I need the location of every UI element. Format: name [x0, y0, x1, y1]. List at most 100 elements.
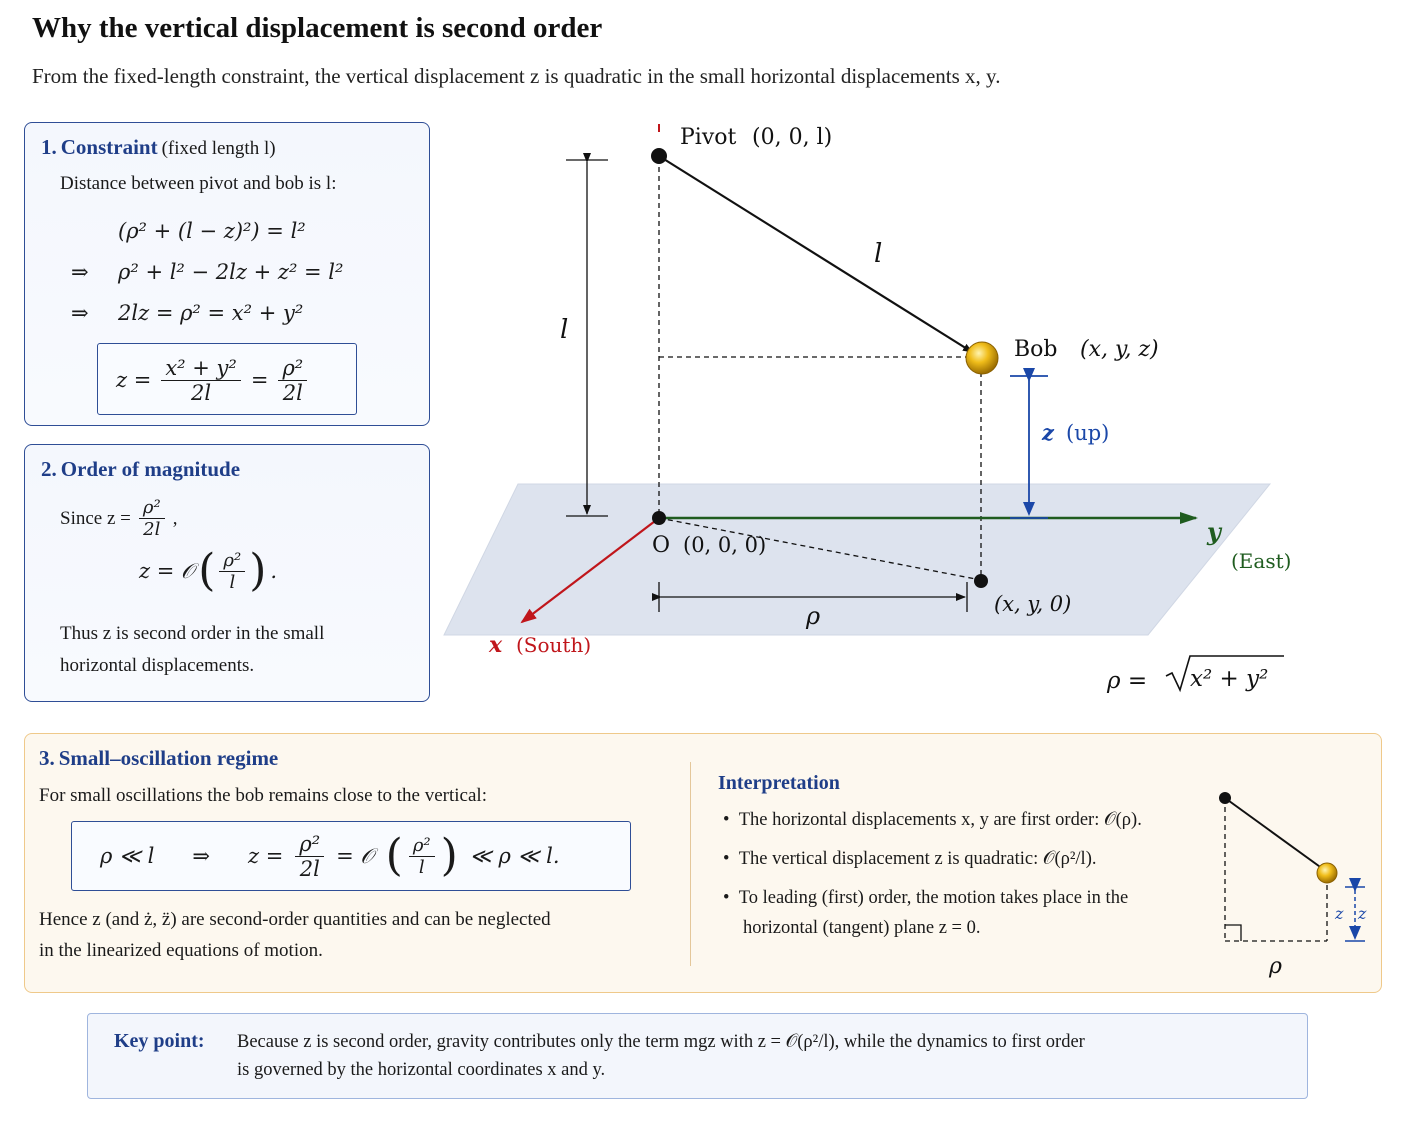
- mini-z-label-2: z: [1357, 904, 1367, 923]
- order-box: 2. Order of magnitude Since z = ρ² 2l , …: [24, 444, 430, 702]
- small-eq-tail: ≪ ρ ≪ l.: [469, 844, 560, 868]
- mini-pendulum-diagram: z z ρ: [1219, 792, 1367, 979]
- constraint-title-suffix: (fixed length l): [161, 138, 276, 159]
- pivot-point-icon: [651, 148, 667, 164]
- x-axis: [520, 517, 660, 624]
- interpretation-bullet-1: • The horizontal displacements x, y are …: [723, 810, 1142, 830]
- page-title: Why the vertical displacement is second …: [32, 12, 603, 44]
- bob-sphere-icon: [965, 341, 999, 375]
- origin-point-icon: [652, 511, 666, 525]
- constraint-heading: 1. Constraint (fixed length l): [41, 135, 276, 160]
- rho-def-lhs: ρ =: [1106, 668, 1147, 694]
- mini-rod: [1224, 797, 1324, 870]
- projection-label: (x, y, 0): [994, 592, 1071, 616]
- pendulum-diagram: l l y (East) x (South) z (up) ρ Pivot (0…: [443, 124, 1291, 694]
- constraint-eq-1: (ρ² + (l − z)²) = l²: [118, 219, 306, 243]
- x-axis-label: x: [488, 632, 503, 658]
- pivot-label: Pivot: [680, 125, 737, 150]
- rod-label: l: [874, 239, 882, 269]
- result-num-1: x² + y²: [161, 356, 241, 381]
- order-since-comma: ,: [172, 507, 178, 529]
- interpretation-bullet-3-cont: horizontal (tangent) plane z = 0.: [743, 918, 981, 938]
- small-eq-a: ρ ≪ l: [100, 844, 155, 868]
- small-oscillation-intro: For small oscillations the bob remains c…: [39, 785, 487, 806]
- result-fraction-2: ρ² 2l: [278, 356, 308, 405]
- order-number: 2.: [41, 457, 57, 481]
- order-title: Order of magnitude: [60, 457, 241, 481]
- y-axis-label: y: [1206, 517, 1223, 546]
- order-bigO-row: z = 𝒪 ( ρ² l ) .: [139, 545, 278, 596]
- constraint-intro: Distance between pivot and bob is l:: [60, 173, 337, 194]
- order-thus-line-1: Thus z is second order in the small: [60, 623, 325, 644]
- origin-coords: (0, 0, 0): [683, 533, 766, 557]
- result-lhs: z =: [116, 368, 152, 392]
- order-since-den: 2l: [143, 519, 161, 540]
- key-point-line-1: Because z is second order, gravity contr…: [237, 1032, 1085, 1052]
- order-since-fraction: ρ² 2l: [138, 497, 165, 540]
- order-since: Since z =: [60, 507, 131, 529]
- pendulum-rod: [658, 155, 973, 353]
- result-fraction-1: x² + y² 2l: [161, 356, 241, 405]
- constraint-eq-3-arrow: ⇒: [71, 301, 89, 325]
- origin-projection-dashed: [658, 517, 982, 581]
- section-3-divider: [690, 762, 691, 966]
- height-label: l: [560, 315, 568, 345]
- small-eq-fraction: ρ² 2l: [295, 832, 325, 881]
- z-up-label: (up): [1066, 421, 1109, 445]
- order-bigO-den: l: [229, 571, 236, 593]
- mini-rho-label: ρ: [1268, 954, 1282, 979]
- ground-plane: [443, 483, 1272, 636]
- small-oscillation-box: 3. Small–oscillation regime For small os…: [24, 733, 1382, 993]
- result-den-2: 2l: [282, 380, 303, 405]
- small-oscillation-eq-box: ρ ≪ l ⇒ z = ρ² 2l = 𝒪 ( ρ² l ) ≪ ρ ≪ l.: [71, 821, 631, 891]
- constraint-eq-3: 2lz = ρ² = x² + y²: [118, 301, 304, 325]
- small-eq-fraction-2: ρ² l: [408, 835, 435, 878]
- small-eq-num-2: ρ²: [408, 835, 435, 857]
- small-eq-O: = 𝒪: [336, 843, 374, 868]
- mini-bob-icon: [1316, 862, 1338, 884]
- small-eq-den-2: l: [418, 856, 425, 878]
- small-eq-num: ρ²: [295, 832, 325, 857]
- origin-label: O: [652, 533, 670, 558]
- right-angle-icon: [1225, 924, 1242, 941]
- interpretation-bullet-1-text: The horizontal displacements x, y are fi…: [738, 810, 1142, 830]
- constraint-number: 1.: [41, 135, 57, 159]
- bob-label: Bob: [1014, 337, 1058, 362]
- small-hence-line-2: in the linearized equations of motion.: [39, 940, 323, 961]
- order-bigO-fraction: ρ² l: [219, 550, 246, 593]
- y-axis-east: (East): [1231, 549, 1291, 573]
- small-oscillation-number: 3.: [39, 746, 55, 770]
- interpretation-bullet-3: • To leading (first) order, the motion t…: [723, 888, 1129, 908]
- mini-pivot-icon: [1219, 792, 1231, 804]
- z-label: z: [1041, 420, 1055, 445]
- order-thus-line-2: horizontal displacements.: [60, 655, 255, 676]
- result-num-2: ρ²: [278, 356, 308, 381]
- interpretation-title: Interpretation: [718, 772, 840, 794]
- page-subtitle: From the fixed-length constraint, the ve…: [32, 64, 1001, 88]
- interpretation-bullet-2-text: The vertical displacement z is quadratic…: [738, 849, 1097, 869]
- order-heading: 2. Order of magnitude: [41, 457, 240, 482]
- result-den-1: 2l: [191, 380, 212, 405]
- small-eq-arrow: ⇒: [192, 844, 211, 868]
- bob-coords: (x, y, z): [1080, 337, 1159, 362]
- constraint-eq-2-arrow: ⇒: [71, 260, 89, 284]
- key-point-line-2: is governed by the horizontal coordinate…: [237, 1060, 606, 1080]
- order-bigO-end: .: [270, 559, 278, 583]
- constraint-result-box: z = x² + y² 2l = ρ² 2l: [97, 343, 357, 415]
- small-oscillation-heading: 3. Small–oscillation regime: [39, 746, 278, 771]
- pivot-coords: (0, 0, l): [752, 125, 832, 150]
- result-equals: =: [250, 368, 269, 392]
- key-point-label: Key point:: [114, 1030, 205, 1052]
- rho-label: ρ: [805, 602, 820, 630]
- small-eq-z: z =: [248, 844, 284, 868]
- rho-def-radicand: x² + y²: [1190, 666, 1268, 692]
- constraint-eq-2: ρ² + l² − 2lz + z² = l²: [118, 260, 344, 284]
- mini-z-label: z: [1334, 904, 1344, 923]
- order-bigO-lhs: z = 𝒪: [139, 558, 195, 583]
- small-hence-line-1: Hence z (and ż, z̈) are second-order qua…: [39, 909, 551, 930]
- constraint-box: 1. Constraint (fixed length l) Distance …: [24, 122, 430, 426]
- x-axis-south: (South): [516, 633, 591, 657]
- sqrt-sign: [1165, 655, 1284, 693]
- constraint-title: Constraint: [60, 135, 158, 159]
- small-eq-den: 2l: [299, 856, 320, 881]
